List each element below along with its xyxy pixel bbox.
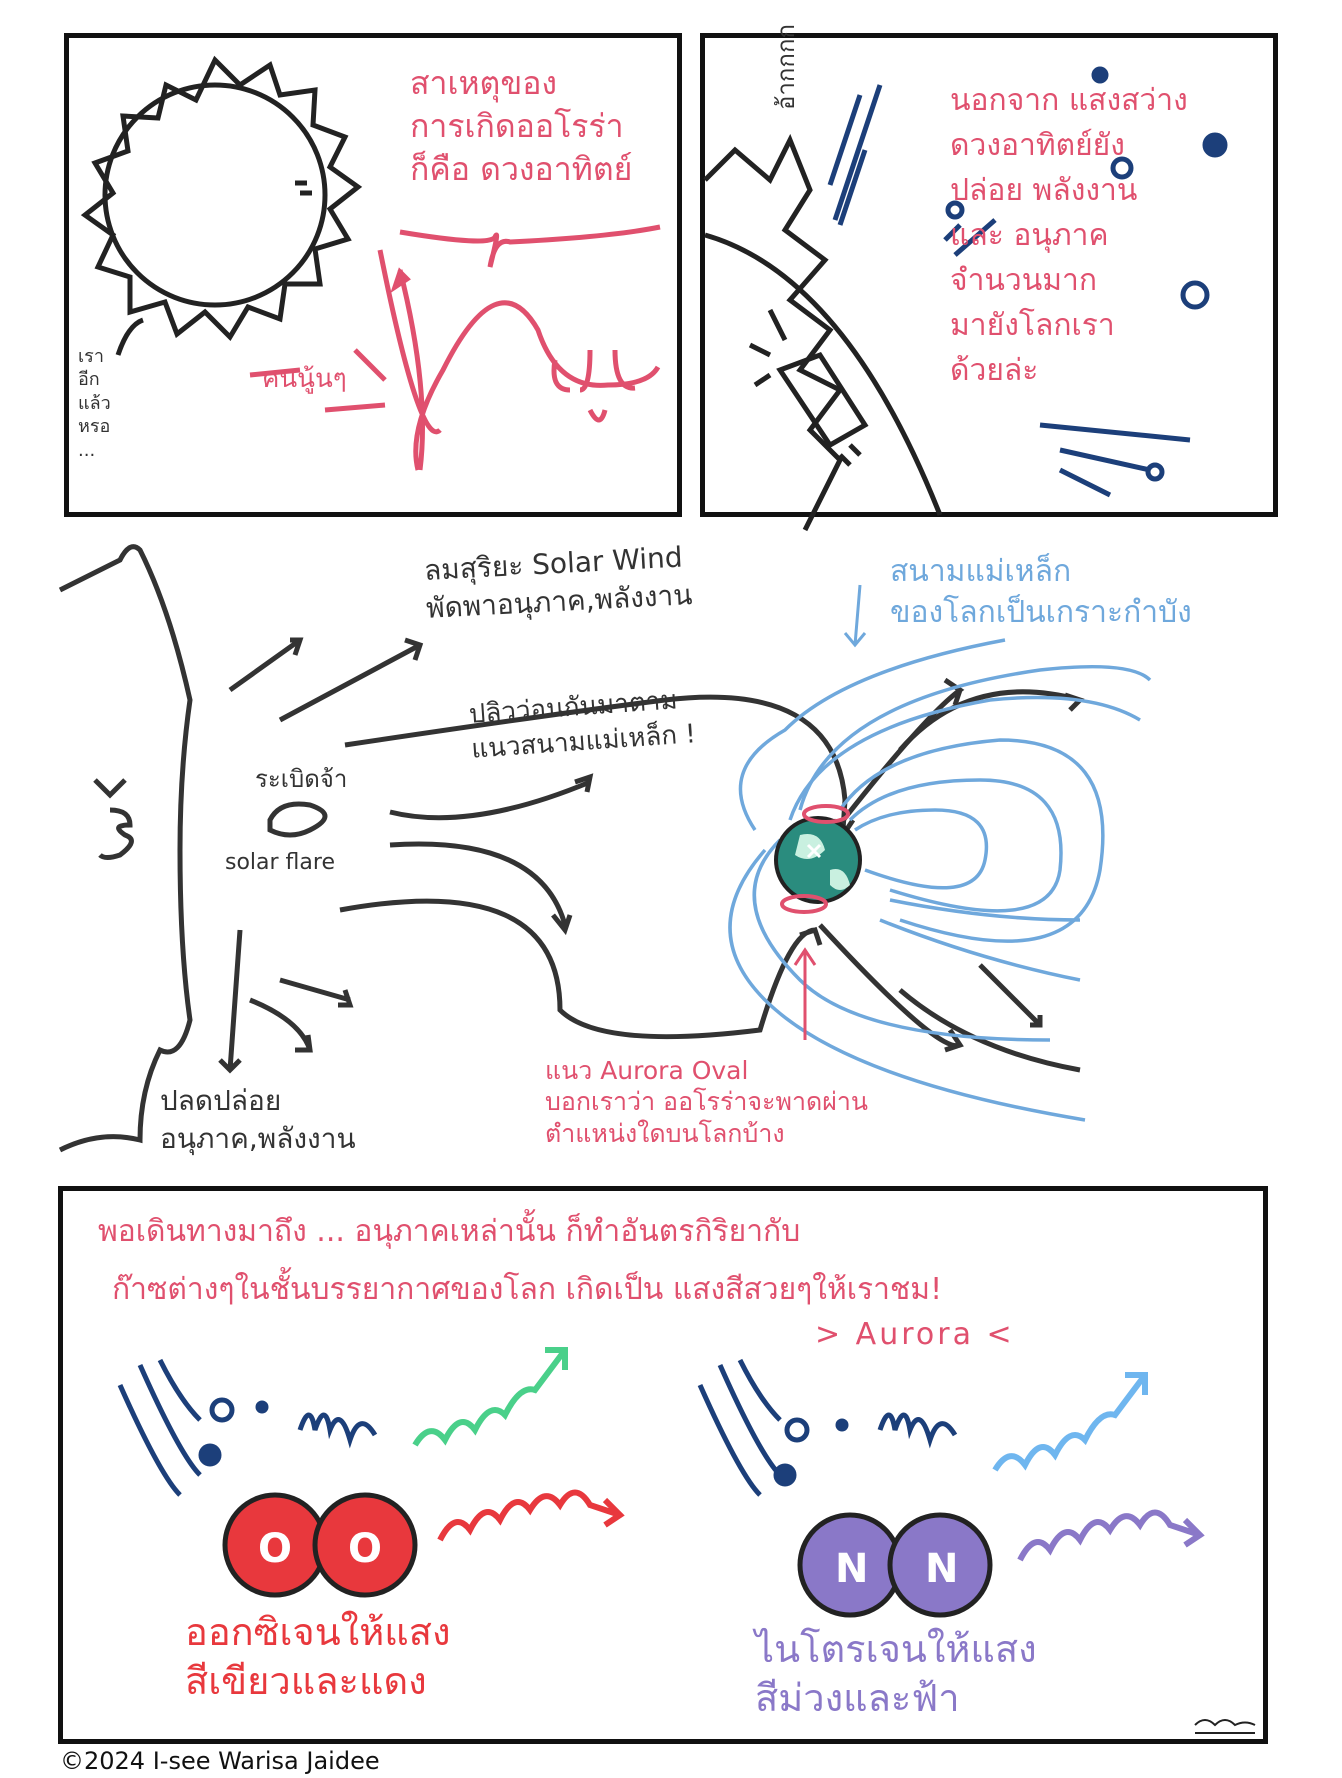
shield-pointer: [843, 584, 867, 648]
aurora-oval-label: แนว Aurora Oval บอกเราว่า ออโรร่าจะพาดผ่…: [545, 1056, 869, 1148]
people-label: คนนู้นๆ: [262, 364, 347, 394]
solar-flare-label: solar flare: [225, 850, 335, 875]
signature-scribble: [1194, 1719, 1256, 1734]
panel-sun: [64, 33, 682, 517]
nitrogen-caption: ไนโตรเจนให้แสง สีม่วงและฟ้า: [755, 1627, 1037, 1721]
scream-text: อ้ากกกก: [772, 23, 800, 110]
earth-drawing: [774, 804, 862, 1040]
sun-edge-drawing: [703, 133, 943, 532]
nitrogen-atom-left: N: [835, 1546, 869, 1592]
magnetic-field-label: สนามแม่เหล็ก ของโลกเป็นเกราะกำบัง: [890, 554, 1192, 630]
panel-aurora: [58, 1186, 1268, 1744]
oxygen-caption: ออกซิเจนให้แสง สีเขียวและแดง: [185, 1610, 451, 1704]
oxygen-atom-left: O: [258, 1526, 293, 1572]
person-drawing: [249, 224, 661, 471]
panel3-streaks: [117, 1358, 958, 1497]
nitrogen-atom-right: N: [925, 1546, 959, 1592]
sun-drawing: [80, 55, 363, 356]
oxygen-molecule: [222, 1492, 418, 1598]
particle-streaks: [827, 66, 1228, 498]
panel-sun-emission: [700, 33, 1278, 517]
oxygen-atom-right: O: [348, 1526, 383, 1572]
panel1-caption: สาเหตุของ การเกิดออโรร่า ก็คือ ดวงอาทิตย…: [410, 64, 633, 189]
diagram-sun: [58, 544, 328, 1153]
sun-reply: เรา อีก แล้ว หรอ ...: [78, 346, 111, 461]
copyright: ©2024 I-see Warisa Jaidee: [60, 1747, 380, 1775]
nitrogen-molecule: [797, 1512, 993, 1618]
solar-wind-label: ลมสุริยะ Solar Wind พัดพาอนุภาค,พลังงาน: [423, 540, 694, 625]
panel3-line1: พอเดินทางมาถึง ... อนุภาคเหล่านั้น ก็ทำอ…: [98, 1214, 801, 1249]
magnetic-field-lines: [728, 638, 1152, 1122]
emission-waves: [412, 1347, 1205, 1562]
panel2-caption: นอกจาก แสงสว่าง ดวงอาทิตย์ยัง ปล่อย พลัง…: [950, 83, 1188, 388]
explosion-label: ระเบิดจ้า: [255, 765, 348, 793]
panel3-line2: ก๊าซต่างๆในชั้นบรรยากาศของโลก เกิดเป็น แ…: [112, 1272, 943, 1307]
panel3-line3: > Aurora <: [815, 1317, 1015, 1352]
release-label: ปลดปล่อย อนุภาค,พลังงาน: [160, 1084, 356, 1155]
